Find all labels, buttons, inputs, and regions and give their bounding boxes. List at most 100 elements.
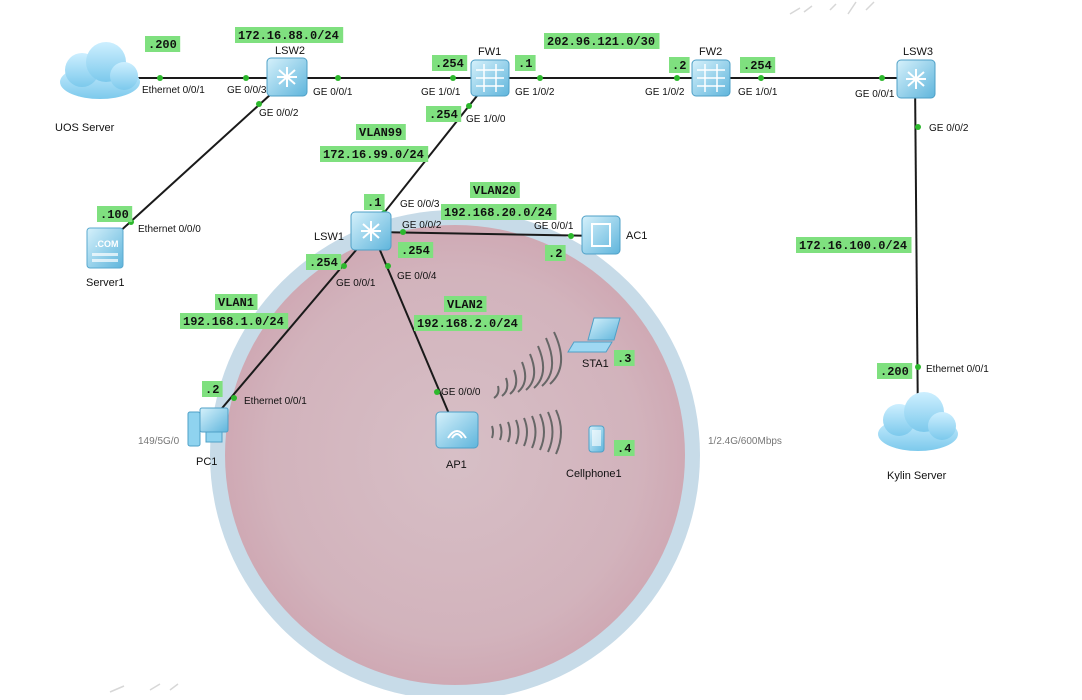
address-tag: .254 <box>432 55 468 71</box>
port-label: GE 0/0/2 <box>929 123 969 134</box>
address-tag-bg <box>306 254 342 270</box>
ac1[interactable]: AC1 <box>581 215 647 255</box>
lsw1-label: LSW1 <box>314 231 344 243</box>
address-tag: .254 <box>740 57 776 73</box>
cellphone1[interactable]: Cellphone1 <box>566 425 622 480</box>
address-tag-bg <box>180 313 289 329</box>
port-dot <box>385 263 391 269</box>
port-dot <box>341 263 347 269</box>
controller-icon-inner <box>591 223 611 247</box>
address-tag-bg <box>740 57 776 73</box>
uos-server[interactable]: UOS Server <box>55 42 140 134</box>
address-tag: .4 <box>614 440 635 456</box>
sta1-label: STA1 <box>582 358 609 370</box>
pc1[interactable]: PC1 <box>187 407 229 468</box>
scribble-mark <box>109 683 179 693</box>
address-tag-bg <box>614 440 635 456</box>
address-tag: 172.16.88.0/24 <box>235 27 344 43</box>
fw2-label: FW2 <box>699 46 722 58</box>
address-tag-bg <box>235 27 344 43</box>
port-dot <box>231 395 237 401</box>
address-tag: VLAN20 <box>470 182 520 198</box>
port-label: GE 1/0/2 <box>515 87 555 98</box>
port-dot <box>537 75 543 81</box>
address-tag-text: 172.16.88.0/24 <box>238 29 339 43</box>
address-tag: .254 <box>398 242 434 258</box>
wifi-signal-cellphone-icon <box>491 409 562 455</box>
address-tag: 172.16.99.0/24 <box>320 146 429 162</box>
port-labels: Ethernet 0/0/1 GE 0/0/3 GE 0/0/1 GE 0/0/… <box>138 85 989 407</box>
port-label: Ethernet 0/0/0 <box>138 224 201 235</box>
ap1[interactable]: AP1 <box>435 411 479 471</box>
cellphone1-label: Cellphone1 <box>566 468 622 480</box>
address-tag-text: 172.16.100.0/24 <box>799 239 907 253</box>
address-tag-text: .1 <box>518 57 532 71</box>
port-dot <box>450 75 456 81</box>
address-tag-bg <box>432 55 468 71</box>
port-dot <box>915 364 921 370</box>
address-tag-text: .3 <box>617 352 631 366</box>
wireless-channel-right: 1/2.4G/600Mbps <box>708 436 782 447</box>
lsw2-label: LSW2 <box>275 45 305 57</box>
switch-arrows-icon <box>906 69 926 89</box>
cloud-icon <box>878 392 958 451</box>
port-label: GE 0/0/2 <box>259 108 299 119</box>
port-label: GE 0/0/1 <box>534 221 574 232</box>
link-lsw1-ac1 <box>371 231 603 237</box>
address-tag-text: 192.168.2.0/24 <box>417 317 518 331</box>
fw1[interactable]: FW1 <box>470 46 510 97</box>
firewall-bricks-icon <box>697 64 725 92</box>
address-tag: .100 <box>97 206 133 222</box>
wifi-signal-sta1-icon <box>493 331 562 399</box>
server1[interactable]: .COM Server1 <box>86 227 125 289</box>
computer-icon <box>187 407 229 447</box>
address-tag-bg <box>669 57 690 73</box>
address-tag: VLAN99 <box>356 124 406 140</box>
port-label: GE 0/0/2 <box>402 220 442 231</box>
kylin-server[interactable]: Kylin Server <box>878 392 958 482</box>
address-tag-bg <box>796 237 912 253</box>
lsw1[interactable]: LSW1 <box>314 211 392 251</box>
sta1[interactable]: STA1 <box>567 317 621 370</box>
lsw3-label: LSW3 <box>903 46 933 58</box>
address-tag-text: .200 <box>880 365 909 379</box>
kylin-server-label: Kylin Server <box>887 470 947 482</box>
switch-arrows-icon <box>361 221 381 241</box>
firewall-bricks-icon <box>476 64 504 92</box>
address-tag: .2 <box>669 57 690 73</box>
coverage-area <box>225 225 685 685</box>
address-tag-bg <box>877 363 913 379</box>
port-label: GE 0/0/4 <box>397 271 437 282</box>
lsw3[interactable]: LSW3 <box>896 46 936 99</box>
lsw2[interactable]: LSW2 <box>266 45 308 97</box>
svg-text:.COM: .COM <box>95 239 119 249</box>
address-tag: .1 <box>364 194 385 210</box>
address-tag-bg <box>441 204 557 220</box>
port-dot <box>758 75 764 81</box>
port-label: GE 0/0/1 <box>855 89 895 100</box>
address-tag-text: VLAN20 <box>473 184 516 198</box>
address-tag-text: .254 <box>743 59 772 73</box>
fw1-label: FW1 <box>478 46 501 58</box>
address-tag-bg <box>545 245 566 261</box>
address-tag-text: .1 <box>367 196 381 210</box>
address-tag-text: 202.96.121.0/30 <box>547 35 655 49</box>
port-label: GE 0/0/1 <box>336 278 376 289</box>
uos-server-label: UOS Server <box>55 122 115 134</box>
fw2[interactable]: FW2 <box>691 46 731 97</box>
address-tag-bg <box>320 146 429 162</box>
link-lsw2-server1 <box>104 83 283 246</box>
server1-label: Server1 <box>86 277 125 289</box>
port-dot <box>568 233 574 239</box>
address-tag: .2 <box>202 381 223 397</box>
address-tag: 192.168.1.0/24 <box>180 313 289 329</box>
address-tag-text: .100 <box>100 208 129 222</box>
port-dot <box>243 75 249 81</box>
address-tag-text: VLAN99 <box>359 126 402 140</box>
port-label: GE 0/0/1 <box>313 87 353 98</box>
address-tag-text: .4 <box>617 442 631 456</box>
port-label: Ethernet 0/0/1 <box>142 85 205 96</box>
port-dot <box>335 75 341 81</box>
address-tag-bg <box>470 182 520 198</box>
